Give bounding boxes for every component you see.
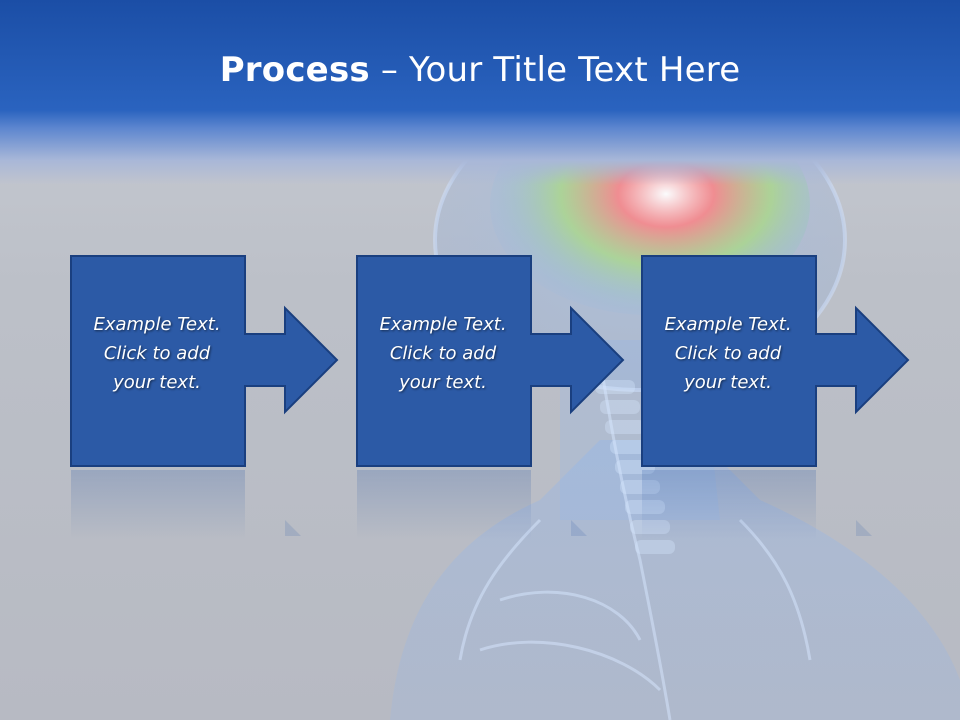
step-text-line-3: your text.: [113, 372, 201, 393]
step-arrow-shape: [641, 255, 910, 467]
process-step-1[interactable]: Example Text. Click to add your text.: [70, 255, 351, 468]
step-reflection-2: [357, 470, 587, 540]
step-text-line-1: Example Text.: [664, 314, 792, 335]
step-text: Example Text. Click to add your text.: [357, 310, 529, 397]
slide-title: Process – Your Title Text Here: [0, 50, 960, 90]
step-text-line-3: your text.: [399, 372, 487, 393]
step-text-line-1: Example Text.: [379, 314, 507, 335]
step-text-line-2: Click to add: [103, 343, 211, 364]
step-text-line-2: Click to add: [674, 343, 782, 364]
step-text-line-1: Example Text.: [93, 314, 221, 335]
process-step-3[interactable]: Example Text. Click to add your text.: [641, 255, 922, 468]
step-text: Example Text. Click to add your text.: [642, 310, 814, 397]
title-band: [0, 0, 960, 185]
title-rest: – Your Title Text Here: [369, 50, 741, 90]
step-arrow-shape: [70, 255, 339, 467]
step-text-line-3: your text.: [684, 372, 772, 393]
title-bold: Process: [219, 50, 370, 90]
step-reflection-1: [71, 470, 301, 540]
step-arrow-shape: [356, 255, 625, 467]
step-reflection-3: [642, 470, 872, 540]
process-step-2[interactable]: Example Text. Click to add your text.: [356, 255, 637, 468]
step-text: Example Text. Click to add your text.: [71, 310, 243, 397]
step-text-line-2: Click to add: [389, 343, 497, 364]
